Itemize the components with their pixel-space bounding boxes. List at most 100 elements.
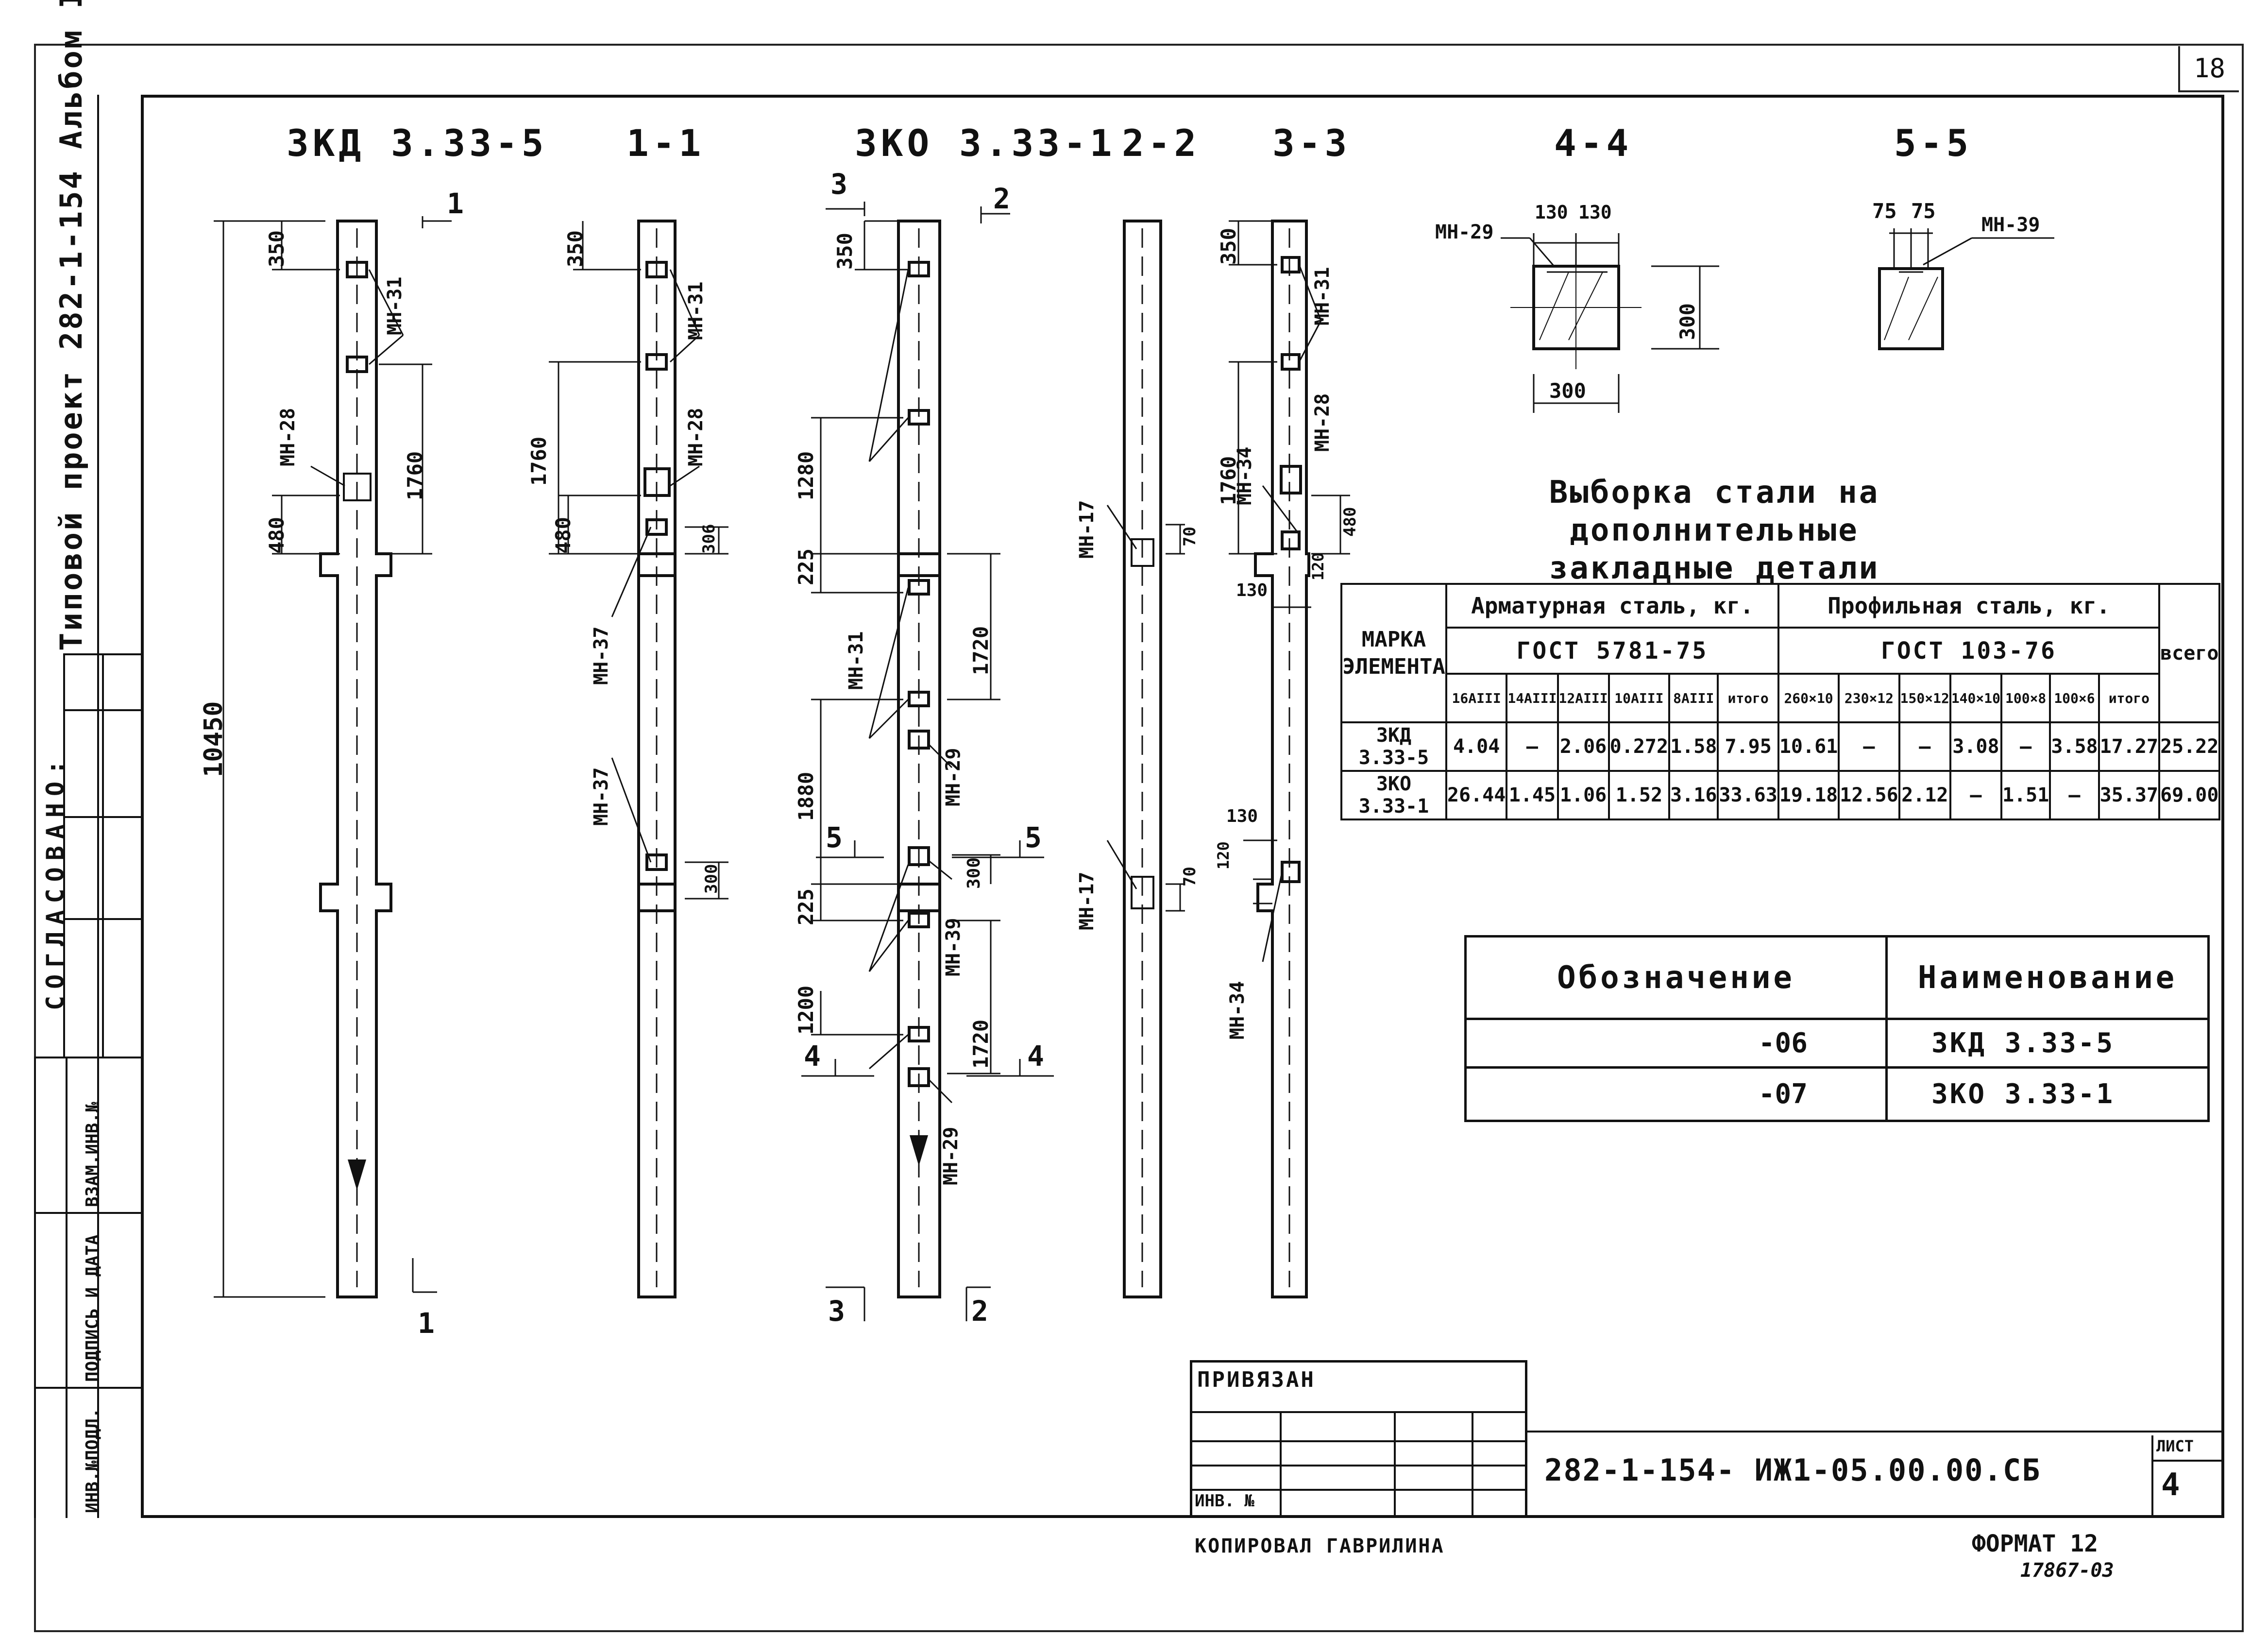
dim-130: 130: [1226, 806, 1258, 826]
column-2-2-outline: [1123, 220, 1162, 1298]
dim-1200: 1200: [794, 985, 818, 1035]
designation-table: Обозначение Наименование -06 3КД 3.33-5 …: [1464, 935, 2210, 1122]
dim-350: 350: [265, 230, 288, 267]
header-rebar: Арматурная сталь, кг.: [1445, 583, 1779, 629]
cell: —: [2049, 770, 2100, 820]
header-rebar-std: ГОСТ 5781-75: [1445, 627, 1779, 675]
section-mark-3-top: 3: [830, 168, 847, 201]
tag-mn-37: МН-37: [590, 626, 612, 685]
tag-mn-31: МН-31: [685, 281, 707, 340]
dim-480: 480: [265, 517, 288, 554]
header-profile-std: ГОСТ 103-76: [1777, 627, 2161, 675]
table-row: -06 3КД 3.33-5: [1464, 1018, 2210, 1069]
dim-75: 75: [1911, 199, 1936, 223]
dim-300: 300: [1549, 379, 1586, 403]
sub-header: 14AIII: [1506, 673, 1559, 723]
cell: 3.58: [2049, 721, 2100, 772]
cell: 2.06: [1557, 721, 1610, 772]
sheet-number: 18: [2178, 46, 2239, 92]
cell: 1.51: [2000, 770, 2051, 820]
cell: 1.58: [1668, 721, 1719, 772]
cell: —: [1506, 721, 1559, 772]
section-mark-1-bottom: 1: [418, 1307, 435, 1340]
row-total: 69.00: [2158, 770, 2221, 820]
section-mark-5-right: 5: [1025, 821, 1042, 854]
dim-350: 350: [563, 230, 587, 267]
cell: —: [1838, 721, 1900, 772]
dim-1280: 1280: [794, 451, 818, 500]
steel-table: МАРКА ЭЛЕМЕНТА Арматурная сталь, кг. Про…: [1340, 583, 2221, 820]
cell: 1.45: [1506, 770, 1559, 820]
dim-130: 130: [1578, 202, 1612, 223]
dim-225: 225: [794, 888, 818, 925]
section-mark-3-bottom: 3: [828, 1295, 845, 1328]
row-name: 3КД 3.33-5: [1885, 1018, 2210, 1069]
tag-mn-17: МН-17: [1076, 500, 1098, 559]
dim-1760: 1760: [403, 451, 427, 500]
header-mark: МАРКА ЭЛЕМЕНТА: [1340, 583, 1447, 723]
caption-line-1: Выборка стали на дополнительные: [1549, 475, 1880, 548]
caption-line-2: закладные детали: [1549, 550, 1880, 586]
tag-mn-28: МН-28: [685, 408, 707, 466]
steel-table-caption: Выборка стали на дополнительные закладны…: [1423, 474, 2006, 587]
tag-mn-29: МН-29: [1435, 221, 1494, 243]
column-3ko-outline: [897, 220, 941, 1298]
dim-350: 350: [833, 233, 857, 270]
row-code: -07: [1464, 1066, 1888, 1122]
section-mark-5-left: 5: [826, 821, 843, 854]
table-row: -07 3КО 3.33-1: [1464, 1066, 2210, 1122]
table-row: 3КД 3.33-5 4.04 — 2.06 0.272 1.58 7.95 1…: [1340, 721, 2221, 772]
view-title-4-4: 4-4: [1554, 121, 1633, 165]
dim-130: 130: [1535, 202, 1568, 223]
dim-480: 480: [551, 517, 575, 554]
dim-1880: 1880: [794, 771, 818, 821]
row-mark: 3КО 3.33-1: [1340, 770, 1447, 820]
section-5-5: [1878, 267, 1944, 350]
sub-header: 260×10: [1777, 673, 1840, 723]
sub-header: 100×8: [2000, 673, 2051, 723]
dim-300: 300: [702, 864, 721, 894]
dim-75: 75: [1872, 199, 1897, 223]
cell: 2.12: [1898, 770, 1951, 820]
order-number: 17867-03: [2020, 1559, 2114, 1582]
stamp-doc-code: 282-1-154- ИЖ1-05.00.00.СБ: [1544, 1452, 2041, 1488]
sub-header: 150×12: [1898, 673, 1951, 723]
table-row: 3КО 3.33-1 26.44 1.45 1.06 1.52 3.16 33.…: [1340, 770, 2221, 820]
tag-mn-29: МН-29: [942, 748, 965, 806]
tag-mn-17: МН-17: [1076, 871, 1098, 930]
view-title-2-2: 2-2: [1122, 121, 1201, 165]
cell: —: [2000, 721, 2051, 772]
sub-header: 140×10: [1949, 673, 2002, 723]
sub-header: 12AIII: [1557, 673, 1610, 723]
copied-by: КОПИРОВАЛ ГАВРИЛИНА: [1195, 1535, 1445, 1557]
cell: 12.56: [1838, 770, 1900, 820]
tag-mn-39: МН-39: [942, 918, 965, 976]
cell: 35.37: [2098, 770, 2161, 820]
sub-header: итого: [1717, 673, 1779, 723]
tag-mn-34: МН-34: [1234, 446, 1256, 505]
stamp-sheet-label: ЛИСТ: [2156, 1437, 2194, 1455]
cell: 1.06: [1557, 770, 1610, 820]
tag-mn-37: МН-37: [590, 767, 612, 826]
header-total: всего: [2158, 583, 2221, 723]
column-1-1-outline: [637, 220, 677, 1298]
header-name: Наименование: [1885, 935, 2210, 1020]
section-mark-2-top: 2: [993, 182, 1010, 215]
column-3kd-outline: [319, 220, 392, 1298]
dim-70: 70: [1180, 527, 1200, 546]
cell: —: [1949, 770, 2002, 820]
cell: 19.18: [1777, 770, 1840, 820]
row-code: -06: [1464, 1018, 1888, 1069]
dim-306: 306: [699, 524, 719, 554]
dim-120: 120: [1214, 841, 1233, 870]
sub-header: 8AIII: [1668, 673, 1719, 723]
header-profile: Профильная сталь, кг.: [1777, 583, 2161, 629]
section-mark-4-right: 4: [1027, 1040, 1044, 1073]
dim-10450: 10450: [199, 701, 228, 777]
view-title-3kd: 3КД 3.33-5: [287, 121, 548, 165]
cell: 10.61: [1777, 721, 1840, 772]
format-label: ФОРМАТ 12: [1972, 1530, 2099, 1557]
cell: 1.52: [1608, 770, 1671, 820]
tag-mn-31: МН-31: [845, 631, 867, 690]
